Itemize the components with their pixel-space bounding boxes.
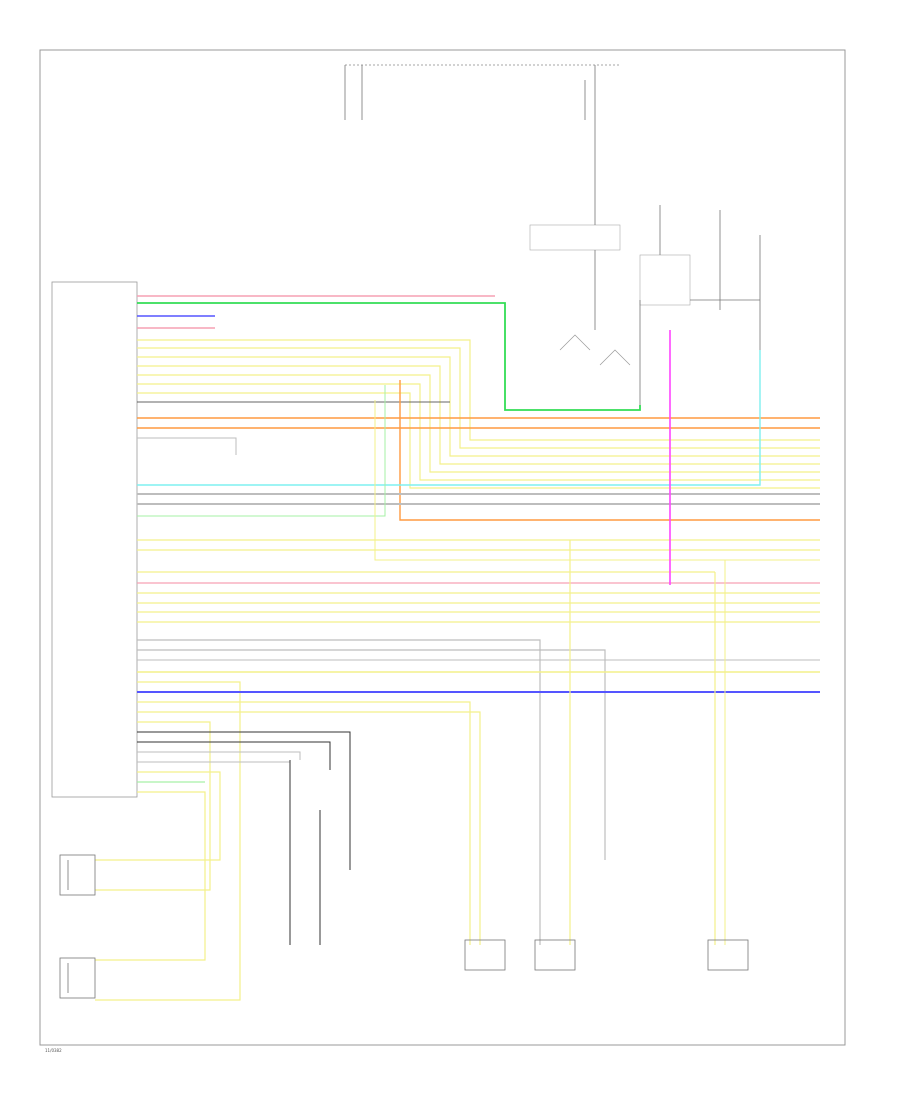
seat-belt-pretensioner-left [59,854,96,896]
wire [137,339,820,441]
wire [374,400,820,561]
seat-belt-pretensioner-right [59,957,96,999]
wire [137,741,331,770]
wire [95,721,211,891]
wire [137,392,820,489]
wire [95,791,206,961]
wire [137,751,301,760]
wire [137,347,820,449]
diagram-border [39,49,846,1046]
wire [137,374,820,473]
footer-code: 11/0382 [45,1048,62,1053]
wire [137,385,386,517]
airbag-module-left [289,760,321,945]
control-module-box [51,281,138,798]
wire [137,731,351,870]
power-bus [344,64,620,120]
wire [137,365,820,465]
wire [399,380,820,521]
wire [137,350,761,486]
wire [137,701,471,945]
sensor-side-impact-left [534,939,576,971]
wire [137,639,541,945]
wire [137,649,606,860]
relay-block [529,120,761,405]
wire [137,302,641,411]
wire-harness [95,295,820,1001]
wire [137,383,820,481]
sensor-front-impact-right [464,939,506,971]
wire [137,437,237,455]
wire [95,771,221,861]
wire [95,681,241,1001]
wire [137,711,481,945]
sensor-front-impact-left [707,939,749,971]
wire [137,356,820,457]
